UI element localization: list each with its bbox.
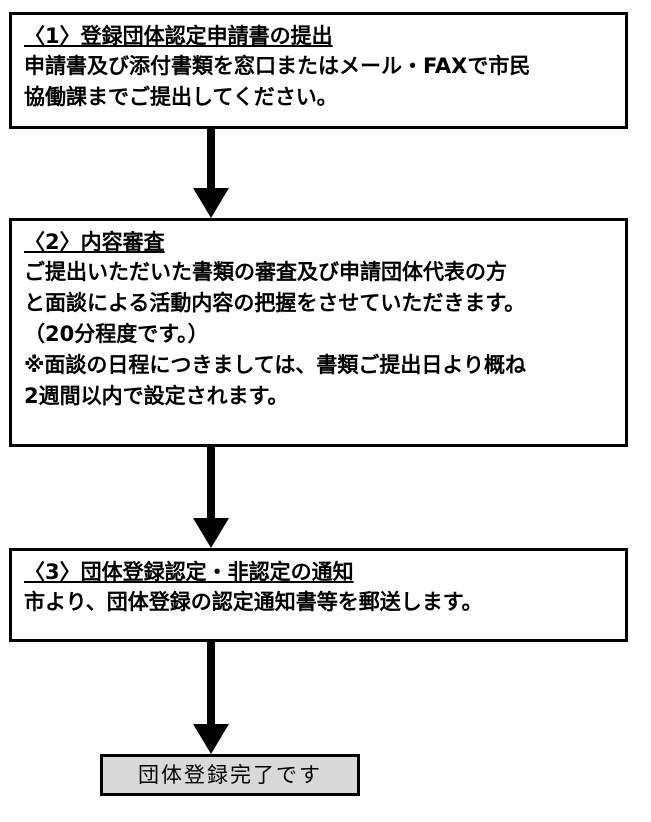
step-1-content: 〈1〉登録団体認定申請書の提出 申請書及び添付書類を窓口またはメール・FAXで市… (12, 15, 625, 113)
step-3-body-line-1: 市より、団体登録の認定通知書等を郵送します。 (24, 590, 483, 614)
step-3-title: 〈3〉団体登録認定・非認定の通知 (24, 560, 354, 584)
step-2-body-line-3: （20分程度です。） (24, 322, 209, 346)
down-arrow-icon-step2-to-step3 (193, 447, 229, 548)
arrow-stem (207, 447, 215, 518)
step-2-body-line-2: と面談による活動内容の把握をさせていただきます。 (24, 291, 526, 315)
step-1-title: 〈1〉登録団体認定申請書の提出 (24, 24, 333, 48)
arrow-head (193, 724, 229, 754)
arrow-stem (207, 642, 215, 724)
step-3-content: 〈3〉団体登録認定・非認定の通知 市より、団体登録の認定通知書等を郵送します。 (12, 551, 625, 618)
down-arrow-icon-step1-to-step2 (193, 129, 229, 218)
step-2-content: 〈2〉内容審査 ご提出いただいた書類の審査及び申請団体代表の方 と面談による活動… (12, 221, 625, 412)
arrow-head (193, 188, 229, 218)
step-2-body-line-1: ご提出いただいた書類の審査及び申請団体代表の方 (24, 260, 507, 284)
process-box-step-3: 〈3〉団体登録認定・非認定の通知 市より、団体登録の認定通知書等を郵送します。 (9, 548, 628, 642)
arrow-stem (207, 129, 215, 188)
step-1-body-line-2: 協働課までご提出してください。 (24, 85, 338, 109)
step-2-body-line-5: 2週間以内で設定されます。 (24, 384, 289, 408)
arrow-head (193, 518, 229, 548)
step-2-title: 〈2〉内容審査 (24, 230, 165, 254)
terminator-box-registration-complete: 団体登録完了です (100, 754, 360, 796)
step-2-body-line-4: ※面談の日程につきましては、書類ご提出日より概ね (24, 353, 526, 377)
terminator-label: 団体登録完了です (138, 763, 322, 787)
step-1-body-line-1: 申請書及び添付書類を窓口またはメール・FAXで市民 (24, 54, 531, 78)
down-arrow-icon-step3-to-end (193, 642, 229, 754)
process-box-step-1: 〈1〉登録団体認定申請書の提出 申請書及び添付書類を窓口またはメール・FAXで市… (9, 12, 628, 129)
process-box-step-2: 〈2〉内容審査 ご提出いただいた書類の審査及び申請団体代表の方 と面談による活動… (9, 218, 628, 447)
